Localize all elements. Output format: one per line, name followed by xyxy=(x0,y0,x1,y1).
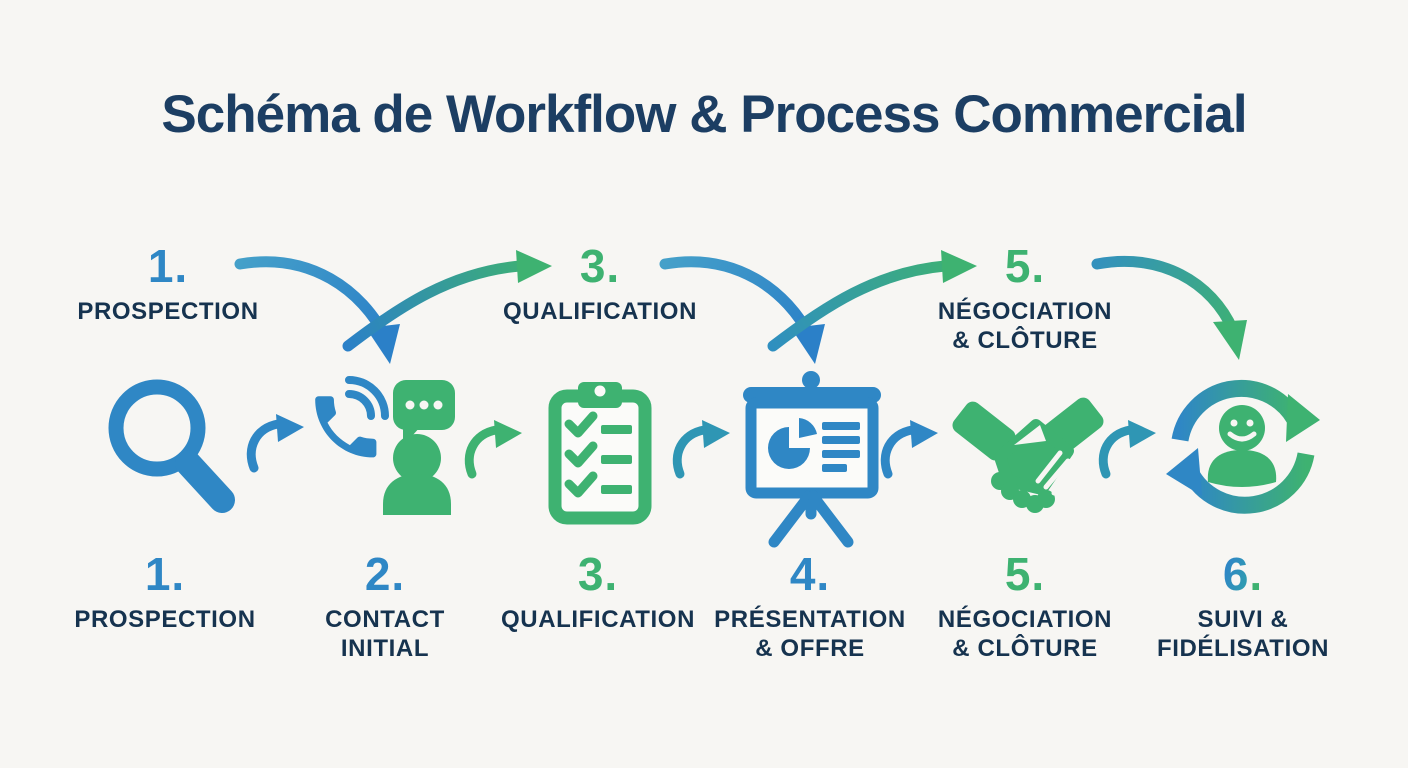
callout-label: NÉGOCIATION& CLÔTURE xyxy=(937,298,1113,354)
callout-qualification: 3. QUALIFICATION xyxy=(480,241,720,326)
connector-swoosh-3 xyxy=(672,420,730,479)
signal-wave-icon xyxy=(345,376,389,420)
step-3-qualification: 3. QUALIFICATION xyxy=(483,549,713,634)
callout-number: 5. xyxy=(1004,240,1046,292)
step-number: 4. xyxy=(789,548,831,600)
callout-negociation-cloture: 5. NÉGOCIATION& CLÔTURE xyxy=(905,241,1145,355)
step-1-prospection: 1. PROSPECTION xyxy=(50,549,280,634)
step-label: QUALIFICATION xyxy=(501,606,695,633)
handshake-icon xyxy=(952,397,1104,513)
callout-number: 1. xyxy=(147,240,189,292)
connector-swoosh-1 xyxy=(246,414,304,473)
step-number: 6. xyxy=(1222,548,1264,600)
step-number: 1. xyxy=(144,548,186,600)
list-lines xyxy=(601,425,632,494)
step-4-presentation-offre: 4. PRÉSENTATION& OFFRE xyxy=(695,549,925,663)
connector-swoosh-5 xyxy=(1098,420,1156,479)
chart-lines xyxy=(822,422,860,472)
page-title: Schéma de Workflow & Process Commercial xyxy=(161,85,1247,144)
step-label: PRÉSENTATION& OFFRE xyxy=(714,606,906,662)
step-label: PROSPECTION xyxy=(74,606,256,633)
thumb-gap xyxy=(1014,425,1046,445)
person-icon xyxy=(383,434,451,515)
left-sleeve xyxy=(952,401,1016,461)
smiling-person-icon xyxy=(1207,405,1277,487)
step-number: 5. xyxy=(1004,548,1046,600)
easel-legs xyxy=(768,487,854,548)
step-5-negociation-cloture: 5. NÉGOCIATION& CLÔTURE xyxy=(910,549,1140,663)
step-label: SUIVI &FIDÉLISATION xyxy=(1156,606,1330,662)
phone-contact-icon xyxy=(315,376,455,515)
connector-swoosh-4 xyxy=(880,420,938,479)
callout-label: PROSPECTION xyxy=(77,298,259,325)
step-label: NÉGOCIATION& CLÔTURE xyxy=(937,606,1113,662)
finger-gaps xyxy=(1035,450,1077,496)
pie-chart-icon xyxy=(768,418,817,469)
step-number: 3. xyxy=(577,548,619,600)
checklist-clipboard-icon xyxy=(548,382,652,525)
step-number: 2. xyxy=(364,548,406,600)
presentation-board-icon xyxy=(743,371,881,548)
callout-prospection: 1. PROSPECTION xyxy=(48,241,288,326)
customer-loyalty-cycle-icon xyxy=(1166,379,1320,514)
callout-number: 3. xyxy=(579,240,621,292)
step-6-suivi-fidelisation: 6. SUIVI &FIDÉLISATION xyxy=(1128,549,1358,663)
signal-wave-icon xyxy=(345,390,375,420)
callout-label: QUALIFICATION xyxy=(503,298,697,325)
checkmarks xyxy=(564,411,598,498)
magnifier-icon xyxy=(108,379,235,513)
connector-swoosh-2 xyxy=(464,420,522,479)
